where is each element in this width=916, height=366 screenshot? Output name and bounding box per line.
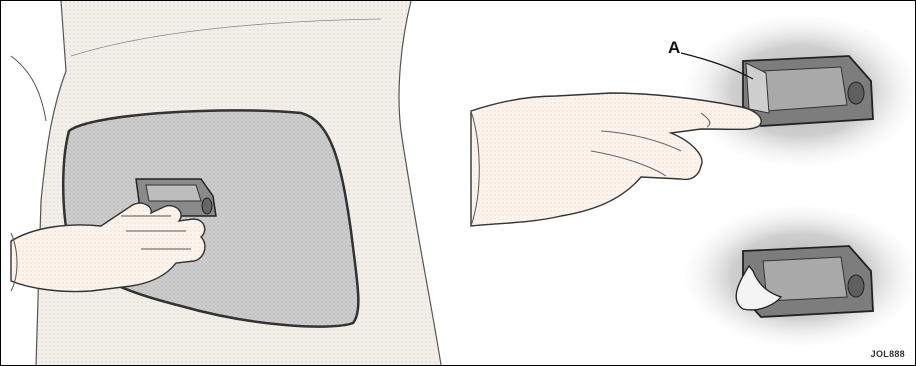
callout-label-a: A xyxy=(668,38,680,58)
figure-code: JOL888 xyxy=(871,349,905,359)
hand-pressing-latch xyxy=(471,93,761,226)
latch-top-detail xyxy=(686,16,915,166)
latch-bottom-detail xyxy=(686,206,915,346)
